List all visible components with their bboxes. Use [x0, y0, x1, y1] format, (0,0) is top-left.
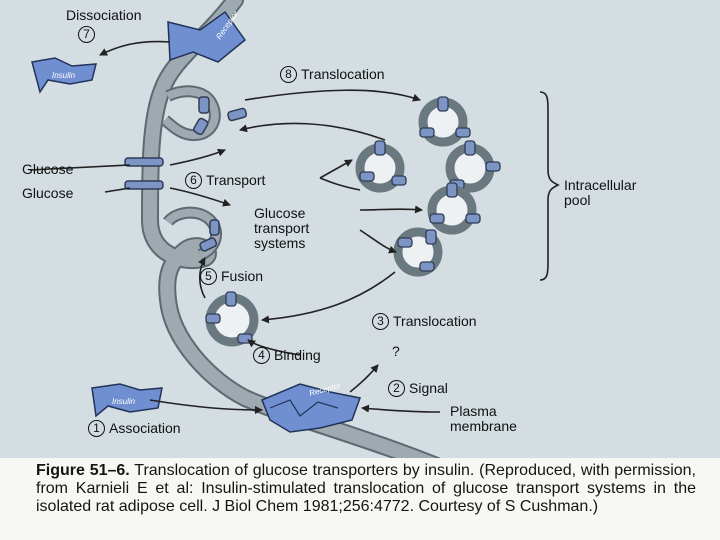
insulin-bottom-label: Insulin — [112, 397, 136, 406]
association-label: Association — [109, 420, 181, 436]
dissociation-label: Dissociation — [66, 7, 142, 23]
caption-band — [0, 458, 720, 540]
question-mark: ? — [392, 343, 400, 359]
transport-label: Transport — [206, 172, 266, 188]
step-6-transport: 6 Transport — [185, 172, 265, 189]
step-4-binding: 4 Binding — [253, 347, 321, 364]
figure-caption: Figure 51–6. Translocation of glucose tr… — [36, 462, 696, 516]
step-4-number: 4 — [253, 347, 270, 364]
translocation-bottom-label: Translocation — [393, 313, 477, 329]
gts-line-3: systems — [254, 235, 306, 251]
pm-line-1: Plasma — [450, 403, 497, 419]
step-8-translocation: 8 Translocation — [280, 66, 385, 83]
step-8-number: 8 — [280, 66, 297, 83]
gts-line-2: transport — [254, 220, 310, 236]
vesicle-5 — [393, 227, 443, 277]
vesicle-3 — [445, 140, 501, 193]
glucose-transport-systems-label: Glucose transport systems — [254, 206, 309, 251]
glucose-label-1: Glucose — [22, 161, 74, 177]
vesicles — [205, 96, 501, 347]
fusion-label: Fusion — [221, 268, 264, 284]
receptor-bottom: Receptor — [261, 381, 362, 433]
step-5-number: 5 — [200, 268, 217, 285]
membrane-bud-top — [161, 85, 221, 142]
glucose-label-2: Glucose — [22, 185, 74, 201]
step-7-number: 7 — [78, 26, 95, 43]
caption-body: Translocation of glucose transporters by… — [36, 462, 697, 515]
insulin-bottom: Insulin — [91, 383, 163, 418]
step-1-association: 1 Association — [88, 420, 181, 437]
pool-line-1: Intracellular — [564, 177, 637, 193]
insulin-top: Insulin — [31, 57, 97, 94]
vesicle-1 — [418, 96, 471, 147]
plasma-membrane — [140, 0, 479, 489]
vesicle-4 — [427, 182, 481, 235]
step-3-number: 3 — [372, 313, 389, 330]
vesicle-2 — [355, 140, 407, 193]
gts-line-1: Glucose — [254, 205, 306, 221]
binding-label: Binding — [274, 347, 321, 363]
step-5-fusion: 5 Fusion — [200, 268, 263, 285]
step-7-badge: 7 — [78, 26, 99, 43]
translocation-top-label: Translocation — [301, 66, 385, 82]
pool-brace — [539, 91, 560, 281]
receptor-top: Receptor — [167, 9, 247, 63]
pm-line-2: membrane — [450, 418, 517, 434]
pool-line-2: pool — [564, 192, 591, 208]
arrows — [29, 40, 441, 414]
step-2-signal: 2 Signal — [388, 380, 448, 397]
signal-label: Signal — [409, 380, 448, 396]
figure-number: Figure 51–6. — [36, 462, 130, 479]
step-2-number: 2 — [388, 380, 405, 397]
step-1-number: 1 — [88, 420, 105, 437]
plasma-membrane-label: Plasma membrane — [450, 404, 517, 434]
vesicle-binding — [205, 291, 259, 347]
step-6-number: 6 — [185, 172, 202, 189]
step-3-translocation: 3 Translocation — [372, 313, 477, 330]
insulin-top-label: Insulin — [52, 71, 76, 80]
intracellular-pool-label: Intracellular pool — [564, 178, 636, 208]
membrane-transporters — [124, 96, 248, 252]
